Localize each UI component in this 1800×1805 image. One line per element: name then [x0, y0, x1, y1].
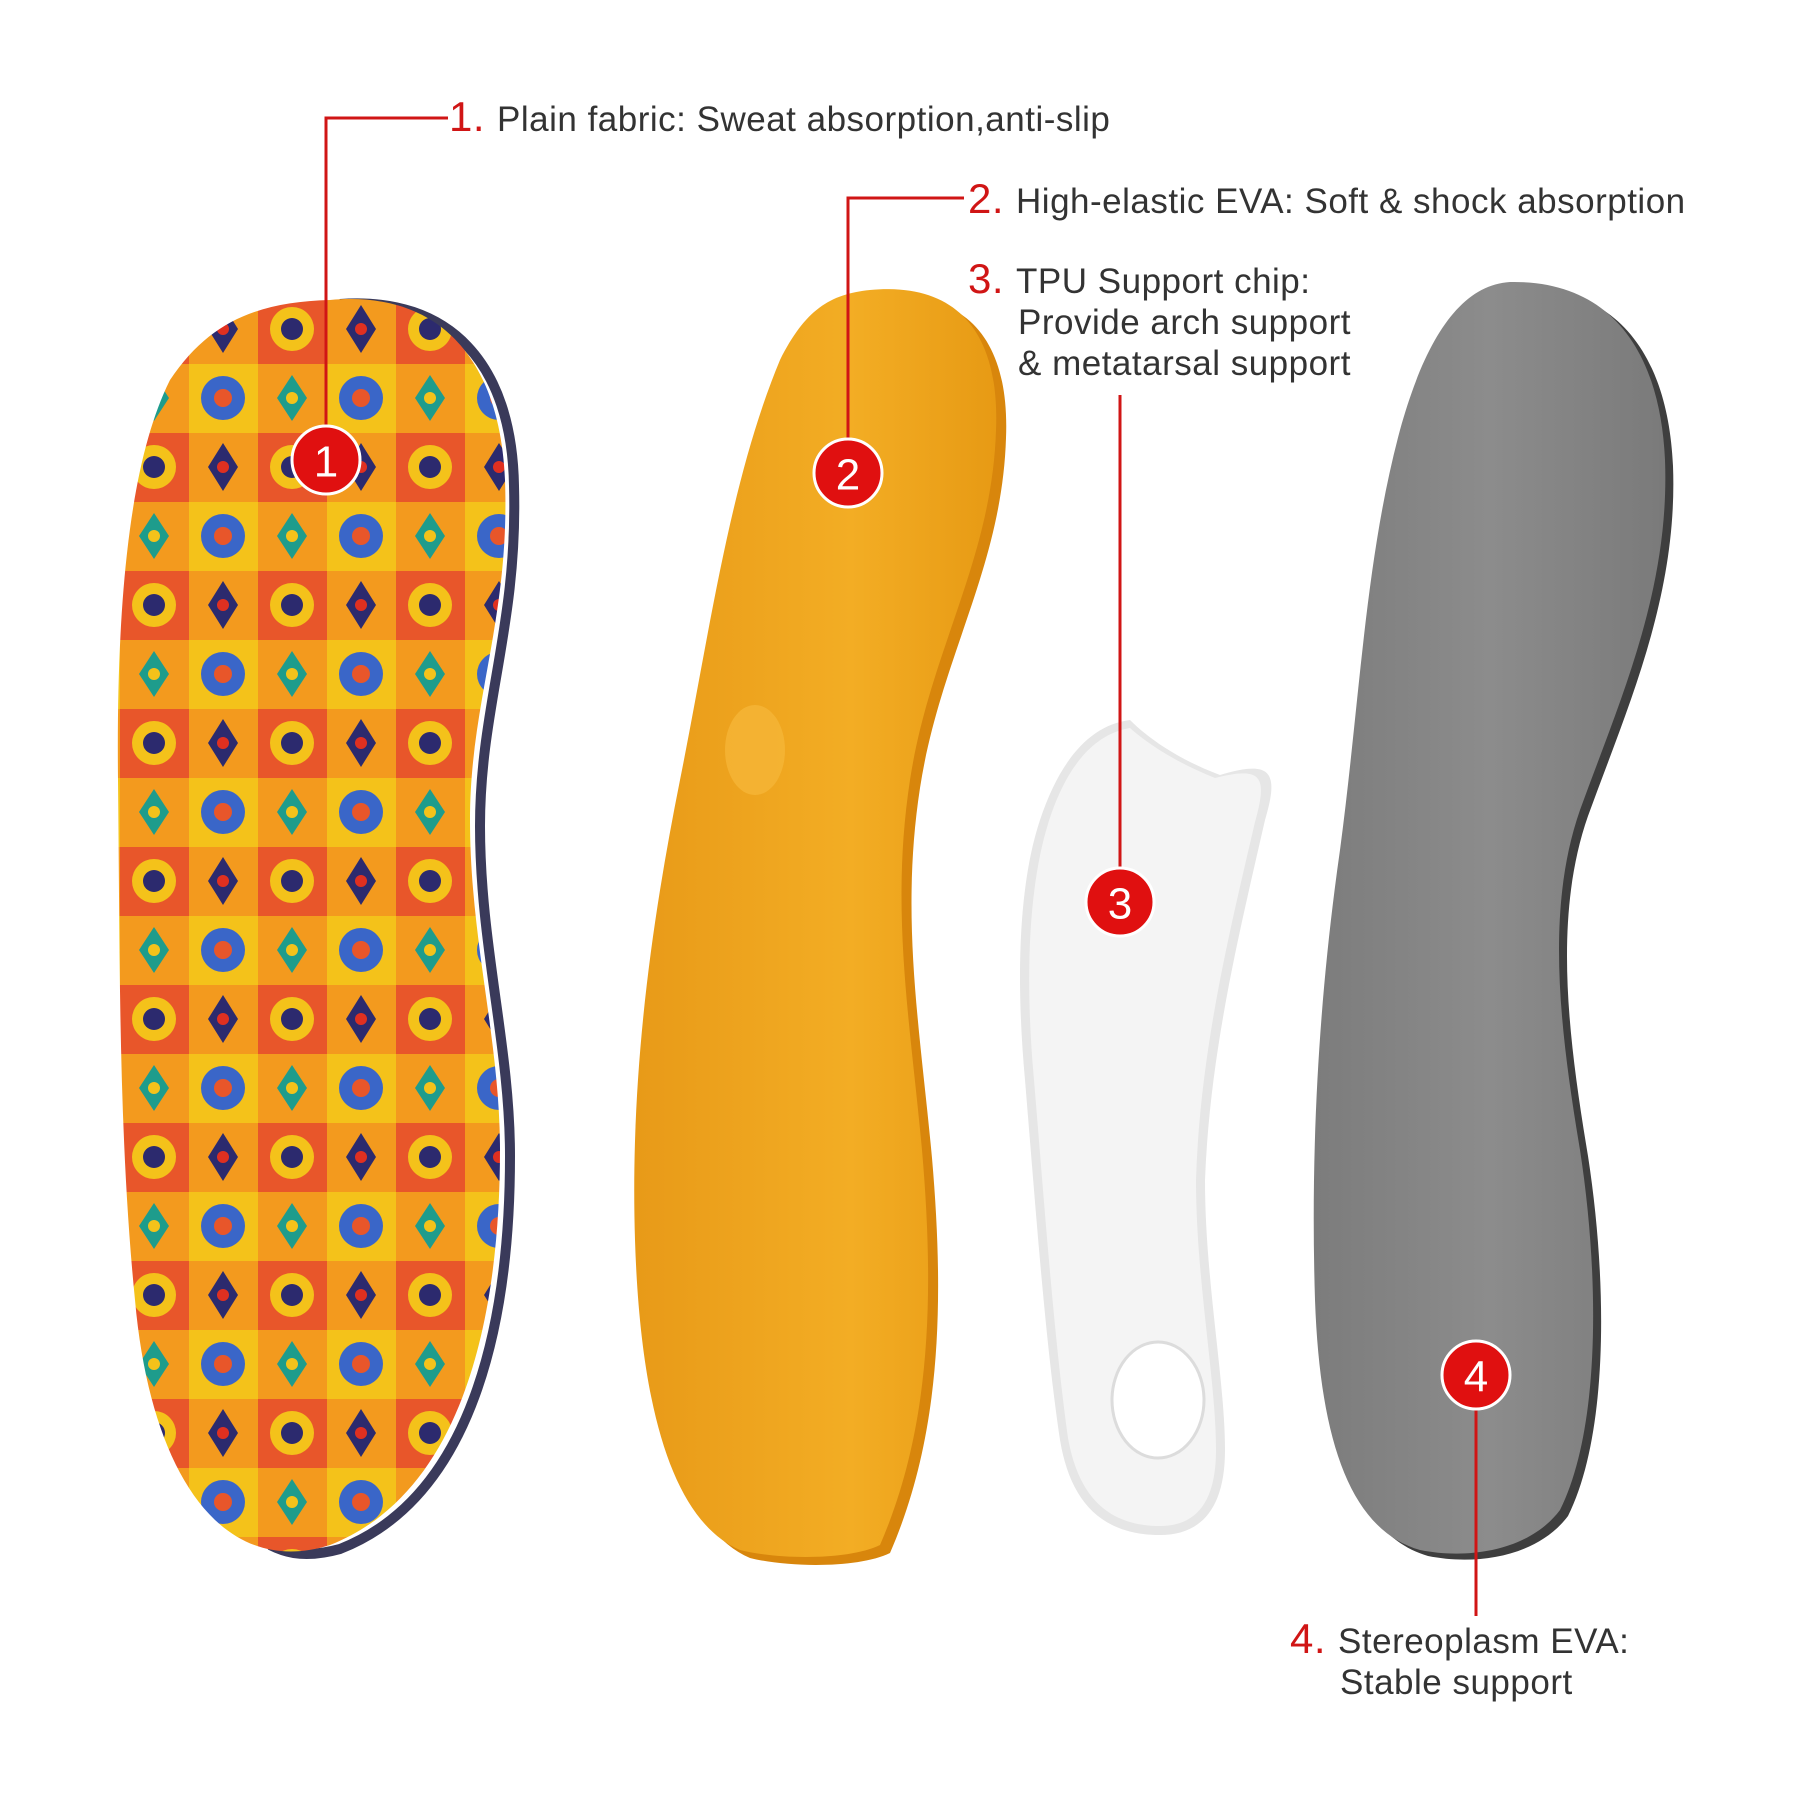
- badge-4: 4: [1440, 1339, 1512, 1411]
- svg-text:4: 4: [1464, 1353, 1488, 1402]
- callout-tpu-support-chip: 3. TPU Support chip: Provide arch support…: [968, 258, 1351, 384]
- callout-3-number: 3.: [968, 255, 1005, 302]
- callout-high-elastic-eva: 2. High-elastic EVA: Soft & shock absorpt…: [968, 178, 1686, 222]
- callout-3-line-1: 3. TPU Support chip:: [968, 258, 1351, 302]
- badge-1: 1: [290, 424, 362, 496]
- callout-2-text: High-elastic EVA: Soft & shock absorptio…: [1016, 182, 1686, 221]
- callout-stereoplasm-eva: 4. Stereoplasm EVA: Stable support: [1290, 1618, 1629, 1703]
- fabric-insole: [117, 298, 520, 1559]
- callout-1-text: Plain fabric: Sweat absorption,anti-slip: [497, 100, 1111, 139]
- callout-2-line: 2. High-elastic EVA: Soft & shock absorpt…: [968, 178, 1686, 222]
- callout-3-title: TPU Support chip:: [1016, 262, 1311, 301]
- leader-lines: [324, 116, 1478, 1616]
- callout-4-line-2: Stable support: [1340, 1663, 1573, 1702]
- callout-2-number: 2.: [968, 175, 1005, 222]
- svg-text:3: 3: [1108, 880, 1132, 929]
- callout-4-title: Stereoplasm EVA:: [1338, 1622, 1630, 1661]
- callout-3-line-3: & metatarsal support: [1018, 344, 1351, 383]
- leader-line-1: [324, 116, 448, 455]
- callout-3-line-2: Provide arch support: [1018, 303, 1351, 342]
- callout-4-line-1: 4. Stereoplasm EVA:: [1290, 1618, 1629, 1662]
- leader-line-2: [846, 196, 964, 470]
- svg-text:2: 2: [836, 451, 860, 500]
- callout-1-number: 1.: [449, 93, 486, 140]
- badge-2: 2: [812, 437, 884, 509]
- callout-4-number: 4.: [1290, 1615, 1327, 1662]
- eva-insole: [634, 289, 1007, 1565]
- callout-1-line: 1. Plain fabric: Sweat absorption,anti-sl…: [449, 96, 1110, 140]
- badge-3: 3: [1084, 866, 1156, 938]
- callout-plain-fabric: 1. Plain fabric: Sweat absorption,anti-sl…: [449, 96, 1110, 140]
- svg-text:1: 1: [314, 438, 338, 487]
- tpu-support-chip: [1020, 720, 1272, 1535]
- base-eva-insole: [1313, 281, 1674, 1560]
